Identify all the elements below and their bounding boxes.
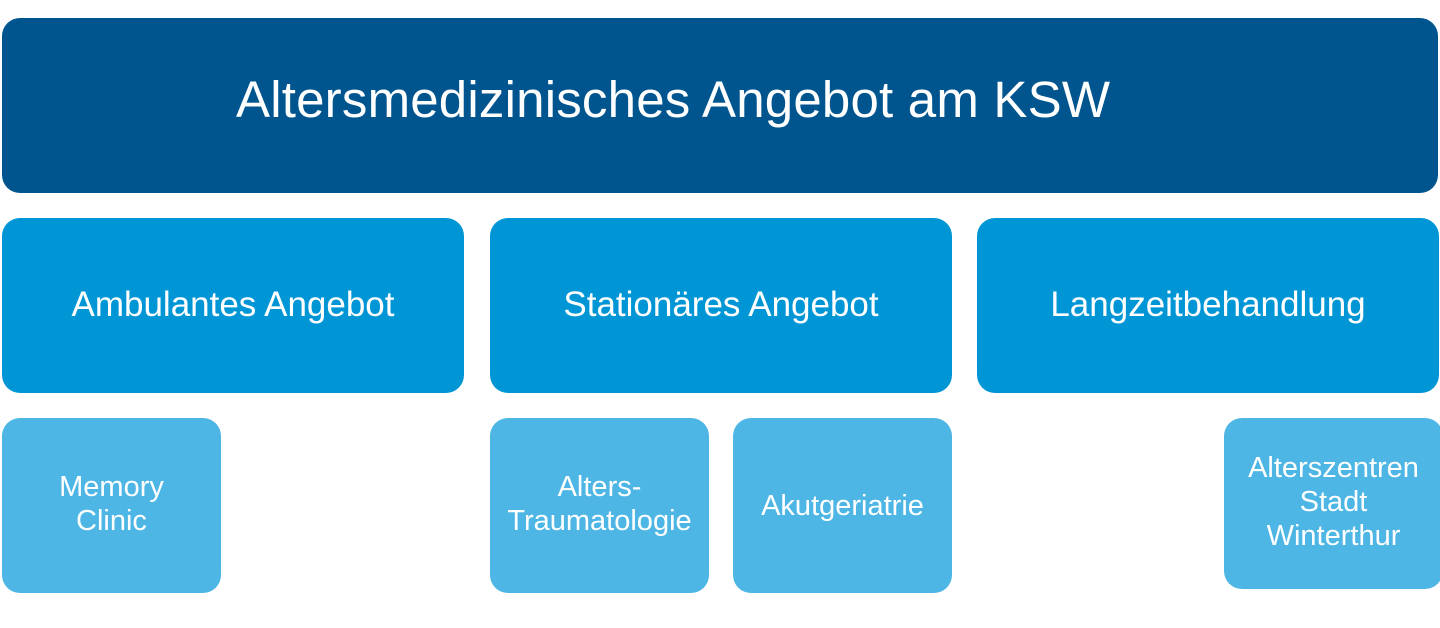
subitem-label-alterszentren: Alterszentren Stadt Winterthur xyxy=(1248,452,1419,554)
subitem-box-akutgeriatrie: Akutgeriatrie xyxy=(733,418,952,593)
category-box-langzeitbehandlung: Langzeitbehandlung xyxy=(977,218,1439,393)
subitem-label-alters-traumatologie: Alters- Traumatologie xyxy=(507,471,691,539)
subitem-line: Alterszentren xyxy=(1248,451,1419,484)
diagram-title: Altersmedizinisches Angebot am KSW xyxy=(236,71,1111,128)
subitem-line: Winterthur xyxy=(1266,519,1401,552)
subitem-line: Traumatologie xyxy=(507,504,692,537)
title-box: Altersmedizinisches Angebot am KSW xyxy=(2,18,1438,193)
category-label-ambulantes-angebot: Ambulantes Angebot xyxy=(71,284,395,324)
subitem-box-alters-traumatologie: Alters- Traumatologie xyxy=(490,418,709,593)
subitem-line: Stadt xyxy=(1299,485,1368,518)
subitem-line: Memory xyxy=(59,470,164,503)
category-box-stationaeres-angebot: Stationäres Angebot xyxy=(490,218,952,393)
subitem-box-alterszentren: Alterszentren Stadt Winterthur xyxy=(1224,418,1440,589)
subitem-label-akutgeriatrie: Akutgeriatrie xyxy=(761,488,924,524)
category-box-ambulantes-angebot: Ambulantes Angebot xyxy=(2,218,464,393)
subitem-label-memory-clinic: Memory Clinic xyxy=(59,471,164,539)
subitem-line: Alters- xyxy=(557,470,642,503)
subitem-line: Clinic xyxy=(76,504,147,537)
subitem-box-memory-clinic: Memory Clinic xyxy=(2,418,221,593)
subitem-line: Akutgeriatrie xyxy=(761,489,924,522)
category-label-stationaeres-angebot: Stationäres Angebot xyxy=(563,284,879,324)
category-label-langzeitbehandlung: Langzeitbehandlung xyxy=(1050,284,1366,324)
